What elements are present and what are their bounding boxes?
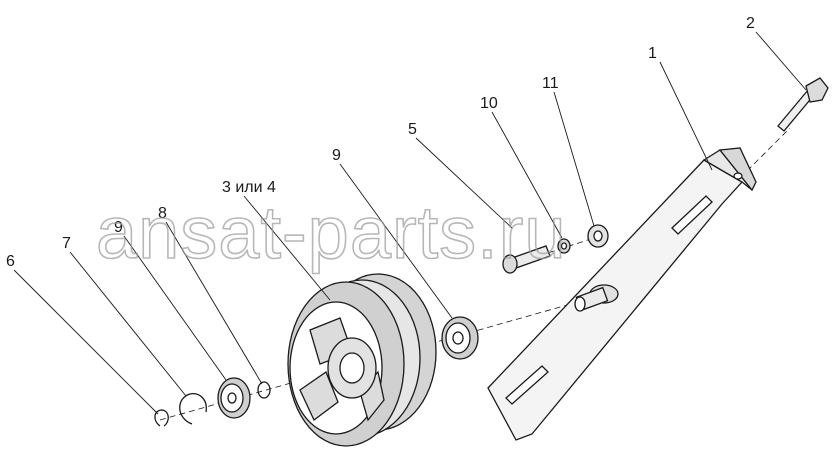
leader-2	[755, 31, 807, 91]
callout-3-or-4: 3 или 4	[222, 179, 276, 196]
callout-6: 6	[6, 253, 15, 270]
leader-9-left	[123, 235, 227, 381]
circlip-small	[154, 409, 169, 427]
leader-10	[491, 111, 563, 239]
callout-9-right: 9	[332, 147, 341, 164]
leader-5	[415, 137, 513, 229]
callout-11: 11	[542, 75, 559, 92]
leader-6	[13, 269, 159, 415]
leader-11	[553, 91, 595, 227]
bolt	[777, 77, 829, 132]
leader-3	[243, 195, 331, 301]
pulley	[287, 273, 437, 447]
watermark: ansat-parts.ru	[96, 191, 567, 274]
callout-1: 1	[648, 45, 657, 62]
leader-9-right	[339, 163, 453, 319]
lock-washer	[557, 238, 571, 254]
leader-7	[69, 251, 187, 397]
callout-9-left: 9	[114, 219, 123, 236]
callout-8: 8	[158, 205, 167, 222]
leader-1	[659, 61, 713, 171]
bracket-stud	[574, 284, 619, 312]
callout-10: 10	[480, 95, 498, 112]
bearing-right	[441, 316, 479, 360]
callout-7: 7	[62, 235, 71, 252]
nut	[587, 224, 609, 248]
leader-8	[165, 221, 263, 385]
callout-2: 2	[746, 15, 755, 32]
bearing-left	[217, 377, 251, 419]
retaining-ring-small	[257, 381, 271, 399]
callout-5: 5	[408, 121, 417, 138]
circlip	[179, 393, 207, 425]
screw	[502, 245, 551, 274]
